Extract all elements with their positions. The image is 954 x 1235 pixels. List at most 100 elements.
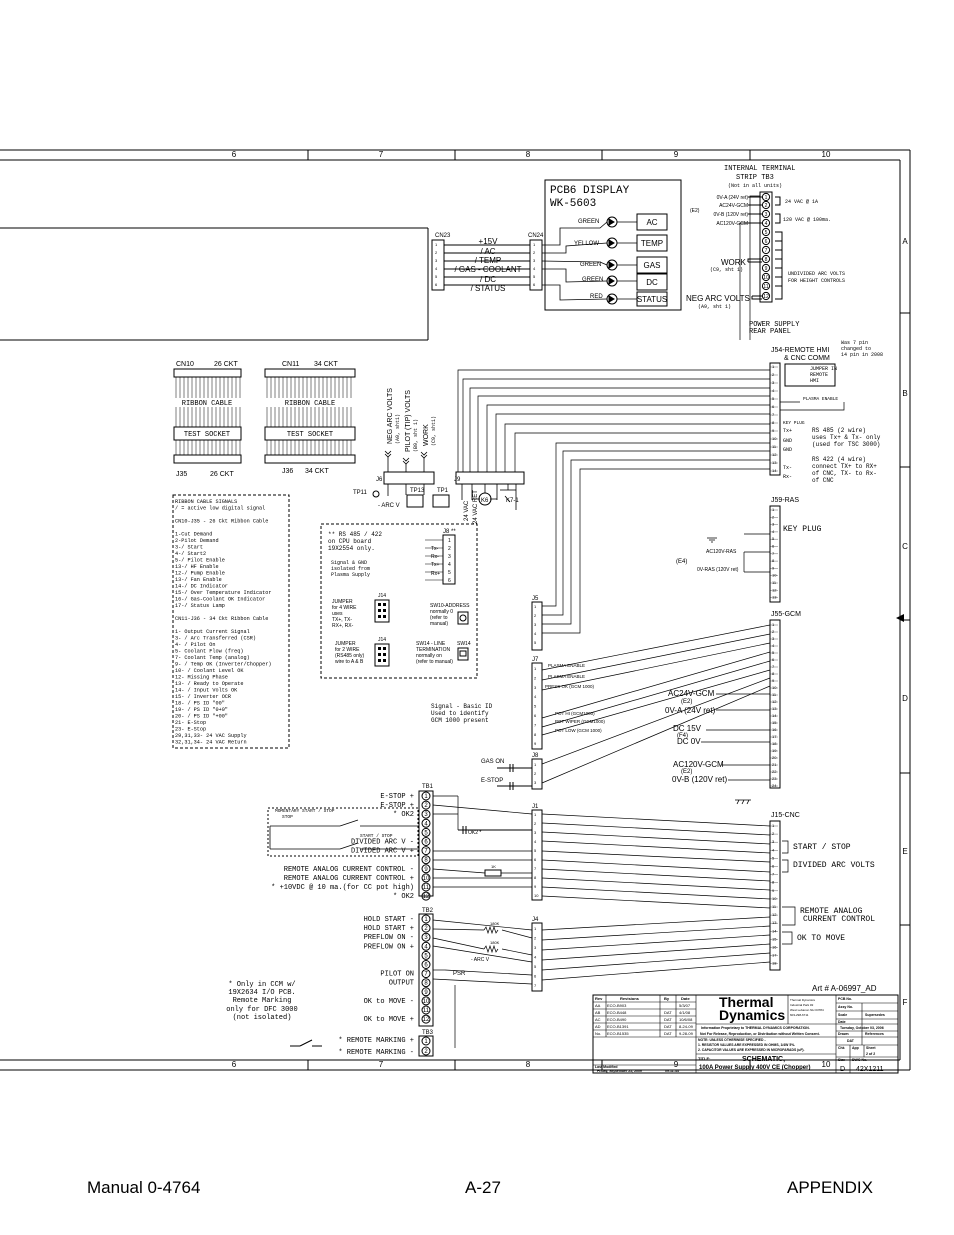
svg-text:(used for TSC 3000): (used for TSC 3000) — [812, 441, 880, 448]
svg-text:on CPU board: on CPU board — [328, 538, 372, 545]
ccm-note: * Only in CCM w/ 19X2634 I/O PCB. Remote… — [226, 981, 297, 1022]
svg-text:Sheet: Sheet — [866, 1046, 876, 1050]
svg-text:5: 5 — [448, 570, 451, 576]
revision-cell: 10/6/08 — [679, 1017, 693, 1022]
svg-text:JUMPER: JUMPER — [332, 599, 353, 605]
svg-text:14 pin in 2008: 14 pin in 2008 — [841, 352, 883, 358]
svg-text:JUMPER: JUMPER — [335, 641, 356, 647]
pin-number: 2 — [534, 936, 537, 941]
svg-text:Rx+: Rx+ — [431, 571, 440, 577]
svg-text:GND: GND — [783, 438, 792, 444]
pin-number: 2 — [772, 372, 775, 377]
svg-text:1: 1 — [424, 1039, 428, 1045]
svg-text:WORK: WORK — [721, 258, 747, 267]
svg-text:10: 10 — [822, 1060, 831, 1069]
svg-text:OK TO MOVE: OK TO MOVE — [797, 934, 845, 943]
pin-number: 6 — [772, 544, 775, 549]
terminal-label: DIVIDED ARC V - — [351, 839, 414, 847]
terminal-number: 1 — [424, 917, 428, 923]
terminal-label: * OK2 — [393, 893, 414, 901]
svg-text:AC: AC — [646, 218, 657, 227]
svg-text:wire to A & B: wire to A & B — [335, 659, 364, 665]
svg-text:19X2554 only.: 19X2554 only. — [328, 545, 375, 552]
svg-text:19X2634 I/O PCB.: 19X2634 I/O PCB. — [228, 989, 295, 997]
pin-number: 7 — [534, 722, 537, 727]
ground-symbols — [707, 537, 751, 805]
svg-text:RX+, RX-: RX+, RX- — [332, 623, 354, 629]
pin-number: 5 — [534, 848, 537, 853]
pin-number: 4 — [534, 839, 537, 844]
svg-text:J14: J14 — [378, 637, 386, 643]
svg-text:0V-A (24V ret): 0V-A (24V ret) — [665, 706, 716, 715]
svg-text:TP11: TP11 — [353, 490, 368, 496]
svg-text:TERMINATION: TERMINATION — [416, 647, 450, 653]
revision-cell: DAT — [664, 1031, 672, 1036]
terminal — [421, 941, 431, 951]
svg-text:(not isolated): (not isolated) — [233, 1014, 292, 1022]
terminal — [421, 818, 431, 828]
ribbon-signal-line: 4- / Pilot On — [175, 642, 215, 648]
svg-text:9: 9 — [674, 1060, 679, 1069]
ribbon-signal-line: 1-Cut Demand — [175, 532, 212, 538]
column-labels: 6 7 8 9 10 6 7 8 9 10 — [232, 150, 831, 1069]
terminal — [421, 996, 431, 1006]
pin-number: 12 — [772, 587, 777, 592]
terminal-label: PREFLOW ON - — [364, 934, 414, 942]
svg-text:6: 6 — [232, 1060, 237, 1069]
pcb6-display: PCB6 DISPLAY WK-5603 GREEN YELLOW GREEN … — [541, 179, 682, 311]
pcb6-internal-wires — [541, 221, 637, 301]
svg-text:6: 6 — [765, 239, 768, 245]
pin-number: 3 — [772, 380, 775, 385]
terminal-label: E-STOP + — [380, 802, 414, 810]
svg-text:Supersedes: Supersedes — [865, 1013, 885, 1017]
terminal-number: 10 — [423, 999, 430, 1005]
pin-number: 3 — [534, 945, 537, 950]
svg-text:6: 6 — [448, 578, 451, 584]
ribbon-signal-line: 12-/ Pump Enable — [175, 571, 225, 577]
svg-text:RED: RED — [590, 294, 603, 300]
svg-text:Chk: Chk — [838, 1046, 845, 1050]
pin-number: 6 — [772, 657, 775, 662]
power-supply-rear-label-1: POWER SUPPLY — [749, 321, 800, 329]
terminal-label: HOLD START - — [364, 916, 414, 924]
pin-number: 4 — [772, 529, 775, 534]
svg-text:J55-GCM: J55-GCM — [771, 611, 801, 618]
indicator-boxes — [636, 213, 668, 307]
pin-number: 11 — [772, 904, 777, 909]
svg-text:West Lebanon NH 03784: West Lebanon NH 03784 — [790, 1008, 824, 1012]
svg-text:5: 5 — [765, 230, 768, 236]
pin-number: 1 — [534, 812, 537, 817]
pin-number: 4 — [772, 847, 775, 852]
svg-text:1. RESISTOR VALUES ARE EXPRESS: 1. RESISTOR VALUES ARE EXPRESSED IN OHMS… — [698, 1043, 795, 1047]
svg-text:D: D — [902, 694, 908, 703]
pin-number: 4 — [534, 955, 537, 960]
revision-cell: ECO-B1535 — [607, 1031, 629, 1036]
ribbon-signal-line: 13-/ HF Enable — [175, 564, 219, 570]
svg-text:GAS ON: GAS ON — [481, 759, 504, 765]
svg-text:34 CKT: 34 CKT — [305, 468, 329, 475]
power-supply-rear-label-2: REAR PANEL — [749, 328, 791, 336]
svg-text:DC 15V: DC 15V — [673, 724, 702, 733]
svg-text:100A Power Supply 400V CE (Ch: 100A Power Supply 400V CE (Chopper) — [699, 1065, 810, 1071]
revision-cell: AC — [595, 1017, 601, 1022]
basic-id-note: Signal - Basic ID Used to identify GCM 1… — [431, 703, 493, 724]
svg-text:J8 **: J8 ** — [443, 529, 456, 535]
svg-text:Size: Size — [838, 1058, 845, 1062]
testpoint-area: J6 J9 TP13 TP1 TP11 - ARC V 24 VAC 24 VA… — [353, 471, 525, 524]
ribbon-signal-line: 2-Pilot Demand — [175, 538, 219, 544]
svg-text:Revisions: Revisions — [620, 996, 640, 1001]
svg-text:10: 10 — [763, 275, 769, 281]
ribbon-signal-line: 5- Coolant Flow (freq) — [175, 649, 244, 655]
svg-text:CN24: CN24 — [528, 233, 544, 239]
svg-text:F: F — [903, 998, 908, 1007]
svg-text:PLASMA ENABLE: PLASMA ENABLE — [803, 396, 838, 402]
svg-text:J9: J9 — [454, 477, 461, 483]
pin-number: 5 — [772, 855, 775, 860]
svg-text:7: 7 — [765, 248, 768, 254]
pin-number: 8 — [772, 420, 775, 425]
svg-text:J1: J1 — [532, 804, 539, 810]
ribbon-signal-line: 23- E-Stop — [175, 727, 206, 733]
